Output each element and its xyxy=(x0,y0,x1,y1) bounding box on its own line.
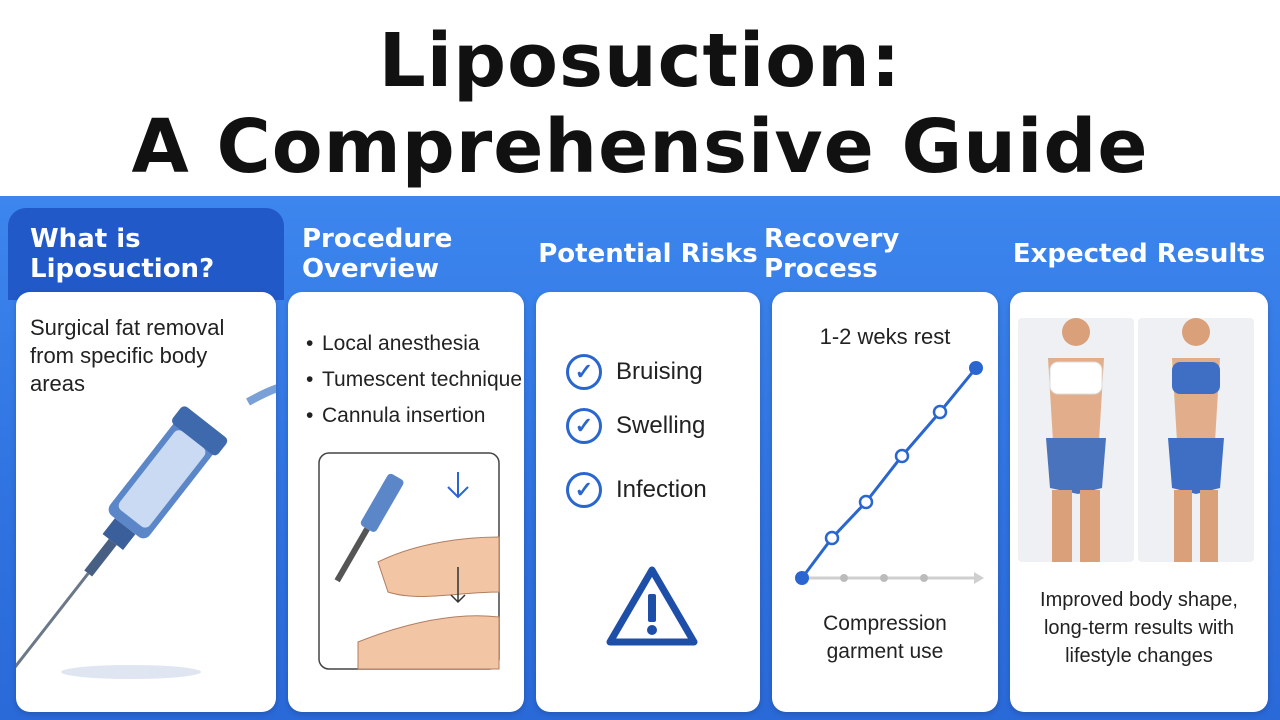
what-description: Surgical fat removal from specific body … xyxy=(30,315,225,396)
section-procedure: Procedure Overview •Local anesthesia •Tu… xyxy=(280,208,532,712)
section-procedure-heading: Procedure Overview xyxy=(302,224,453,284)
procedure-bullet: •Local anesthesia xyxy=(306,332,480,355)
procedure-bullets: •Local anesthesia •Tumescent technique •… xyxy=(306,326,522,434)
after-photo xyxy=(1138,318,1254,562)
risk-item: ✓ Infection xyxy=(566,472,707,508)
cannula-illustration-icon xyxy=(318,452,500,670)
section-risks-card: ✓ Bruising ✓ Swelling ✓ Infection xyxy=(536,292,760,712)
warning-icon xyxy=(606,566,698,646)
page-title: Liposuction: A Comprehensive Guide xyxy=(0,18,1280,190)
recovery-garment-text: Compression garment use xyxy=(823,612,947,663)
section-risks-heading: Potential Risks xyxy=(538,239,758,269)
procedure-bullet: •Tumescent technique xyxy=(306,368,523,391)
recovery-line-icon xyxy=(795,361,984,585)
section-what-is: What is Liposuction? Surgical fat remova… xyxy=(8,208,284,712)
title-line-1: Liposuction: xyxy=(378,18,902,104)
risk-item: ✓ Swelling xyxy=(566,408,705,444)
checkmark-icon: ✓ xyxy=(566,354,602,390)
section-recovery: Recovery Process 1-2 weks rest Compressi… xyxy=(764,208,1006,712)
section-what-card: Surgical fat removal from specific body … xyxy=(16,292,276,712)
section-risks: Potential Risks ✓ Bruising ✓ Swelling ✓ … xyxy=(528,208,768,712)
results-description: Improved body shape, long-term results w… xyxy=(1040,589,1238,667)
title-line-2: A Comprehensive Guide xyxy=(131,104,1149,190)
procedure-bullet: •Cannula insertion xyxy=(306,404,486,427)
recovery-rest-text: 1-2 weks rest xyxy=(819,324,951,349)
section-procedure-card: •Local anesthesia •Tumescent technique •… xyxy=(288,292,524,712)
section-recovery-card: 1-2 weks rest Compression garment use xyxy=(772,292,998,712)
section-what-heading: What is Liposuction? xyxy=(8,208,284,300)
checkmark-icon: ✓ xyxy=(566,408,602,444)
before-photo xyxy=(1018,318,1134,562)
syringe-icon xyxy=(16,384,276,702)
section-results-card: Improved body shape, long-term results w… xyxy=(1010,292,1268,712)
checkmark-icon: ✓ xyxy=(566,472,602,508)
section-recovery-heading: Recovery Process xyxy=(764,224,900,284)
section-results-heading: Expected Results xyxy=(1012,239,1266,269)
risk-item: ✓ Bruising xyxy=(566,354,703,390)
section-results: Expected Results Improved body shape, xyxy=(1002,208,1276,712)
